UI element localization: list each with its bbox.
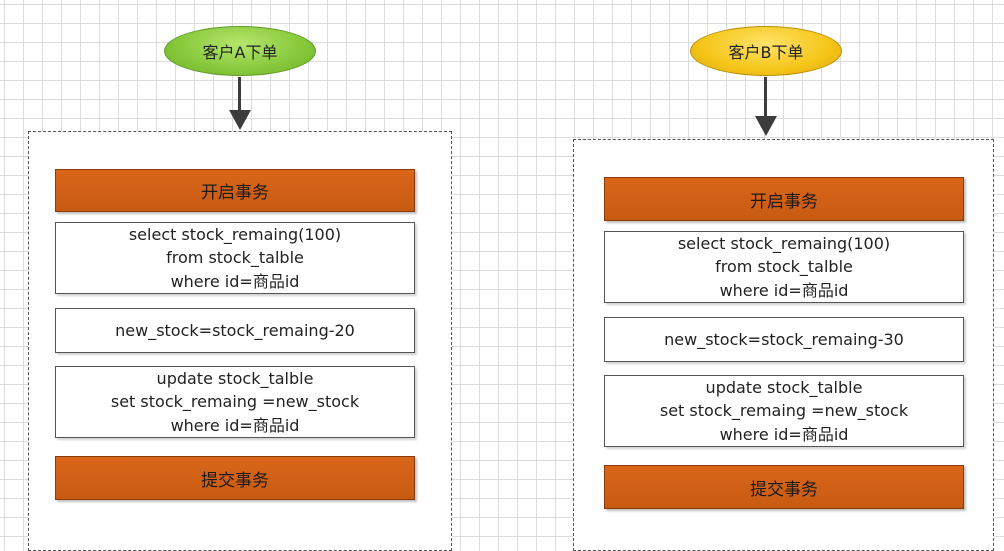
right-commit-transaction-label: 提交事务 [750, 479, 818, 500]
left-update-line-3: where id=商品id [170, 415, 300, 435]
left-commit-transaction: 提交事务 [55, 456, 415, 500]
right-select-line-2: from stock_talble [715, 257, 853, 277]
left-commit-transaction-label: 提交事务 [201, 470, 269, 491]
customer-b-order-node: 客户B下单 [690, 26, 842, 76]
right-arrow-shaft [764, 77, 767, 118]
left-update-query: update stock_talble set stock_remaing =n… [55, 366, 415, 438]
right-update-line-2: set stock_remaing =new_stock [659, 401, 909, 421]
right-arrow-head [755, 116, 777, 136]
left-select-line-2: from stock_talble [166, 248, 304, 268]
right-update-query: update stock_talble set stock_remaing =n… [604, 375, 964, 447]
left-select-line-1: select stock_remaing(100) [128, 224, 342, 244]
right-compute-label: new_stock=stock_remaing-30 [664, 329, 904, 349]
left-compute-step: new_stock=stock_remaing-20 [55, 308, 415, 353]
left-arrow-shaft [238, 77, 241, 113]
right-select-query: select stock_remaing(100) from stock_tal… [604, 231, 964, 303]
left-select-line-3: where id=商品id [170, 271, 300, 291]
left-update-line-2: set stock_remaing =new_stock [110, 392, 360, 412]
left-select-query: select stock_remaing(100) from stock_tal… [55, 222, 415, 294]
right-select-line-3: where id=商品id [719, 280, 849, 300]
right-compute-step: new_stock=stock_remaing-30 [604, 317, 964, 362]
left-arrow-head [229, 110, 251, 130]
left-update-line-1: update stock_talble [156, 368, 314, 388]
right-begin-transaction: 开启事务 [604, 177, 964, 221]
customer-b-order-label: 客户B下单 [728, 43, 804, 62]
right-begin-transaction-label: 开启事务 [750, 191, 818, 212]
customer-a-order-label: 客户A下单 [202, 43, 278, 62]
left-begin-transaction-label: 开启事务 [201, 183, 269, 203]
left-begin-transaction: 开启事务 [55, 169, 415, 212]
right-select-line-1: select stock_remaing(100) [677, 233, 891, 253]
customer-a-order-node: 客户A下单 [164, 26, 316, 76]
right-update-line-1: update stock_talble [705, 377, 863, 397]
right-update-line-3: where id=商品id [719, 424, 849, 444]
right-commit-transaction: 提交事务 [604, 465, 964, 509]
left-compute-label: new_stock=stock_remaing-20 [115, 320, 355, 340]
